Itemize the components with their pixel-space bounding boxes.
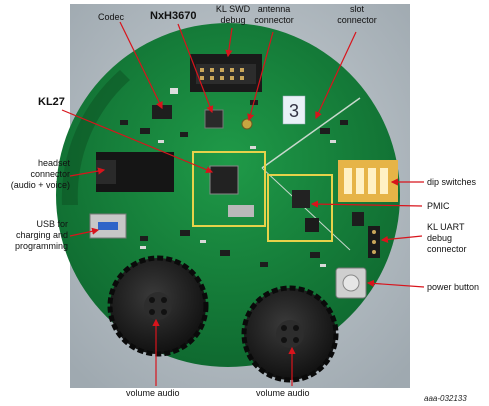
board-number: 3 (289, 101, 299, 121)
arrow-slot (315, 31, 357, 120)
arrow-nxh3670 (177, 23, 214, 114)
arrow-power (366, 279, 425, 288)
arrow-headset (69, 167, 106, 177)
label-headset: headset connector (audio + voice) (10, 158, 70, 190)
arrow-uart (380, 235, 423, 243)
arrow-codec (119, 21, 163, 110)
arrow-antenna (247, 31, 274, 122)
label-dip-switches: dip switches (427, 177, 477, 187)
volume-knob-left (107, 255, 209, 357)
kl27-chip (209, 165, 239, 195)
volume-knob-right (241, 285, 339, 383)
nxh3670-chip (204, 109, 224, 129)
label-codec: Codec (98, 12, 125, 22)
antenna-connector (241, 118, 253, 130)
pmic-chip (292, 190, 310, 208)
label-kl-uart: KL UART debug connector (427, 222, 467, 254)
annotation-arrows (61, 21, 425, 386)
label-kl-swd: KL SWD debug (215, 4, 251, 25)
arrow-pmic (310, 200, 423, 208)
pmic-region (267, 174, 333, 242)
figure-id: aaa-032133 (424, 394, 467, 403)
label-slot: slot connector (337, 4, 377, 25)
label-nxh3670: NxH3670 (150, 10, 197, 22)
label-volume-right: volume audio (256, 388, 310, 398)
kl27-region (192, 151, 266, 227)
label-power-button: power button (427, 282, 480, 292)
arrow-usb (69, 227, 100, 237)
label-kl27: KL27 (38, 96, 65, 108)
label-volume-left: volume audio (126, 388, 180, 398)
label-pmic: PMIC (427, 201, 450, 211)
label-antenna: antenna connector (254, 4, 294, 25)
arrow-kl27 (61, 109, 214, 174)
label-usb: USB for charging and programming (14, 219, 68, 251)
arrow-kl-swd (225, 27, 233, 58)
board-number-sticker (282, 95, 306, 125)
